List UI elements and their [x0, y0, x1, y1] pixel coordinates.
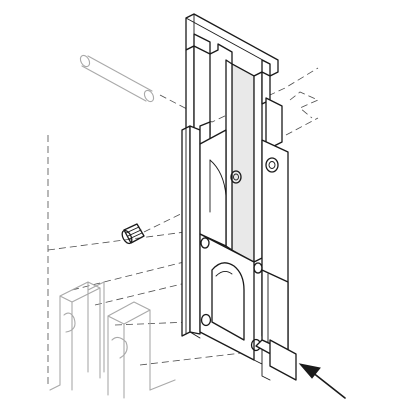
alignment-line-left-2	[71, 257, 201, 291]
alignment-line-upper	[289, 91, 319, 119]
bracket-hole-lower-right	[253, 262, 263, 274]
bracket-right-rail	[261, 269, 289, 353]
alignment-line-left-4	[114, 321, 191, 326]
arrow-icon	[298, 363, 346, 399]
alignment-line-mid	[285, 117, 319, 136]
bracket-hole-bottom-left	[200, 313, 212, 327]
mating-block-assembly	[49, 281, 176, 399]
vertical-slide-bracket	[181, 13, 297, 381]
bracket-body	[199, 129, 227, 247]
alignment-line-left-1	[47, 231, 186, 251]
alignment-line-left-3	[94, 281, 191, 306]
alignment-lines	[47, 67, 319, 385]
bracket-hole-lower-left	[200, 237, 210, 249]
bracket-slot	[211, 262, 245, 341]
bracket-left-wall	[185, 45, 195, 140]
bracket-hole-mid	[230, 170, 242, 184]
alignment-line-left-5	[139, 351, 251, 366]
bracket-hole-right	[265, 157, 279, 173]
alignment-line-top	[159, 67, 319, 123]
bracket-center-rib	[231, 63, 255, 263]
set-screw	[121, 223, 145, 245]
dowel-pin	[79, 54, 155, 103]
